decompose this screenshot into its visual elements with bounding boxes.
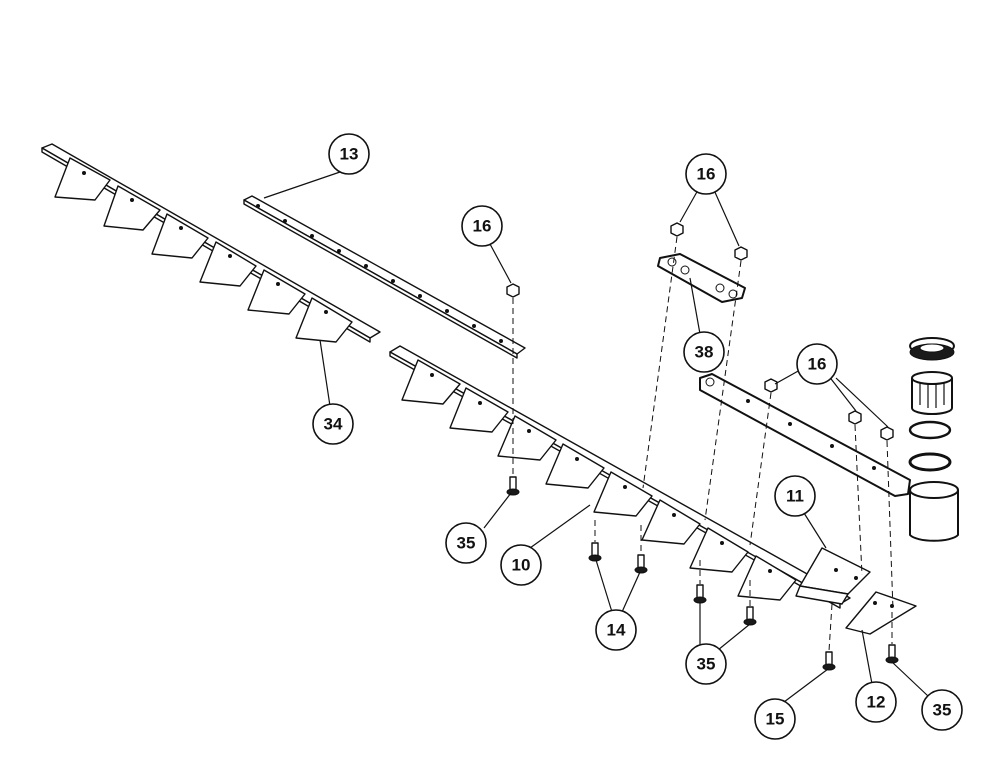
callout-35-a: 35 bbox=[445, 522, 487, 564]
callout-12: 12 bbox=[855, 681, 897, 723]
callout-10: 10 bbox=[500, 544, 542, 586]
callout-13: 13 bbox=[328, 133, 370, 175]
lower-knife-section bbox=[389, 345, 851, 609]
callout-34: 34 bbox=[312, 403, 354, 445]
callout-10-label: 10 bbox=[512, 556, 531, 575]
alignment-lines bbox=[512, 236, 894, 652]
callout-16-b: 16 bbox=[685, 153, 727, 195]
callout-16-c: 16 bbox=[796, 343, 838, 385]
leader-lines bbox=[263, 171, 929, 703]
upper-knife-section bbox=[41, 143, 381, 343]
callout-34-label: 34 bbox=[324, 415, 343, 434]
callout-15: 15 bbox=[754, 698, 796, 740]
callout-35-b: 35 bbox=[685, 643, 727, 685]
callout-16-a-label: 16 bbox=[473, 217, 492, 236]
callout-35-b-label: 35 bbox=[697, 655, 716, 674]
callout-35-c: 35 bbox=[921, 689, 963, 731]
callout-11: 11 bbox=[774, 475, 816, 517]
callout-35-c-label: 35 bbox=[933, 701, 952, 720]
callout-38: 38 bbox=[683, 331, 725, 373]
callout-14-label: 14 bbox=[607, 621, 626, 640]
bolts bbox=[506, 476, 899, 671]
callout-14: 14 bbox=[595, 609, 637, 651]
guard-sections bbox=[795, 547, 917, 635]
callout-13-label: 13 bbox=[340, 145, 359, 164]
callout-11-label: 11 bbox=[786, 487, 804, 506]
callout-15-label: 15 bbox=[766, 710, 785, 729]
nuts bbox=[506, 222, 894, 441]
callout-16-b-label: 16 bbox=[697, 165, 716, 184]
hold-down-bar bbox=[243, 195, 526, 359]
callout-35-a-label: 35 bbox=[457, 534, 476, 553]
callout-12-label: 12 bbox=[867, 693, 886, 712]
callout-38-label: 38 bbox=[695, 343, 714, 362]
callout-16-a: 16 bbox=[461, 205, 503, 247]
knife-head-arm bbox=[699, 373, 959, 542]
callout-16-c-label: 16 bbox=[808, 355, 827, 374]
clip-plate bbox=[657, 253, 746, 303]
bearing-stack bbox=[908, 337, 955, 472]
